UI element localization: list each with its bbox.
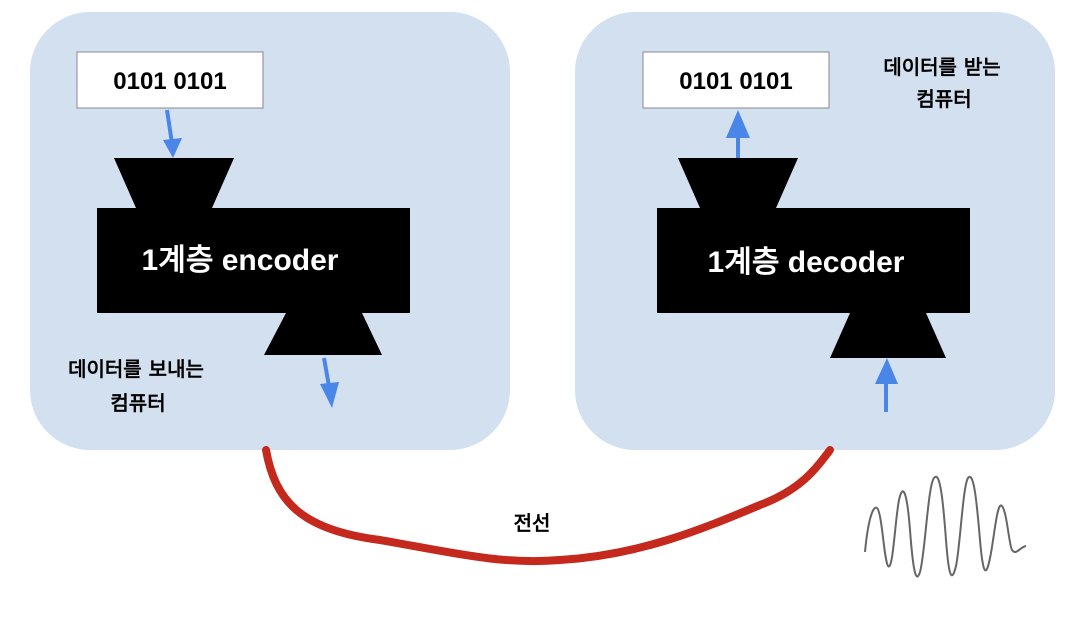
encoder-top-funnel [114, 158, 234, 208]
wire-label: 전선 [514, 511, 551, 535]
sender-input-box [76, 51, 264, 109]
sender-output-arrowhead [320, 382, 339, 408]
sender-input-bits: 0101 0101 [113, 68, 226, 95]
decoder-top-funnel [678, 158, 798, 208]
encoder-label: 1계층 encoder [142, 244, 339, 277]
decoder-bottom-funnel [830, 313, 946, 358]
sender-computer: 0101 0101 1계층 encoder 데이터를 보내는 컴퓨터 [30, 12, 510, 450]
decoder-label: 1계층 decoder [708, 246, 905, 279]
sender-caption-line2: 컴퓨터 [110, 391, 165, 415]
sender-caption-line1: 데이터를 보내는 [68, 357, 204, 381]
encoder-bottom-funnel [264, 313, 382, 355]
analog-waveform-icon [864, 475, 1027, 578]
encoder-block [97, 208, 410, 313]
receiver-output-box [642, 51, 830, 109]
receiver-computer: 0101 0101 데이터를 받는 컴퓨터 1계층 decoder [575, 12, 1055, 450]
decoder-block [657, 208, 970, 313]
receiver-input-arrowhead [875, 358, 898, 384]
receiver-caption-line2: 컴퓨터 [916, 87, 971, 111]
receiver-caption-line1: 데이터를 받는 [883, 55, 1000, 79]
receiver-output-bits: 0101 0101 [679, 68, 792, 95]
sender-input-arrowhead [163, 138, 182, 158]
wire-cable [262, 446, 834, 566]
receiver-output-arrowhead [726, 110, 750, 138]
